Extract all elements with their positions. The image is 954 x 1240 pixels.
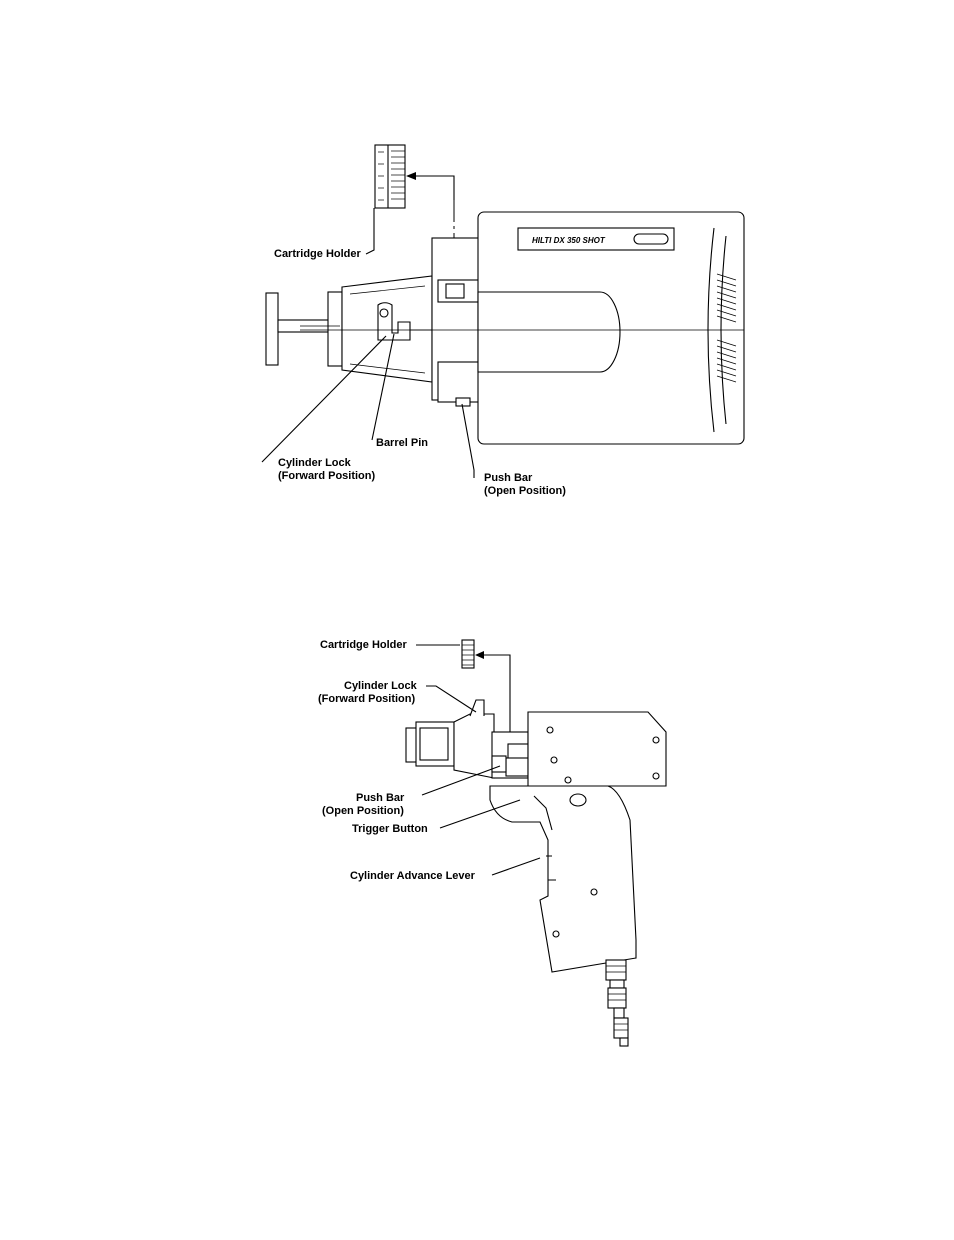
label-side-push-bar-2: (Open Position): [322, 805, 404, 817]
side-view-drawing: Cartridge Holder Cylinder Lock (Forward …: [318, 639, 667, 1047]
top-t-handle: [265, 291, 343, 367]
label-side-cylinder-advance-lever: Cylinder Advance Lever: [350, 870, 476, 882]
grip-ribs: [716, 273, 737, 383]
label-side-cylinder-lock-1: Cylinder Lock: [344, 680, 418, 692]
label-side-push-bar-1: Push Bar: [356, 792, 405, 804]
label-top-push-bar-2: (Open Position): [484, 485, 566, 497]
label-top-cylinder-lock-2: (Forward Position): [278, 470, 376, 482]
side-air-fitting: [605, 959, 629, 1047]
nameplate-text: HILTI DX 350 SHOT: [532, 236, 606, 245]
label-top-push-bar-1: Push Bar: [484, 472, 533, 484]
side-nose-piece: [405, 699, 529, 779]
label-top-cartridge-holder: Cartridge Holder: [274, 248, 362, 260]
top-nose-housing: [341, 275, 440, 383]
label-top-barrel-pin: Barrel Pin: [376, 437, 428, 449]
top-collar: [431, 237, 481, 407]
label-top-cylinder-lock-1: Cylinder Lock: [278, 457, 352, 469]
label-side-cartridge-holder: Cartridge Holder: [320, 639, 408, 651]
side-cartridge-holder: [461, 639, 475, 669]
top-main-housing: HILTI DX 350 SHOT: [300, 211, 745, 445]
top-cartridge-holder: [374, 144, 406, 209]
top-view-drawing: HILTI DX 350 SHOT Cartridge Holder Barr: [261, 144, 745, 497]
side-handle: [489, 785, 637, 973]
label-side-cylinder-lock-2: (Forward Position): [318, 693, 416, 705]
side-main-body: [527, 711, 667, 787]
label-side-trigger-button: Trigger Button: [352, 823, 428, 835]
